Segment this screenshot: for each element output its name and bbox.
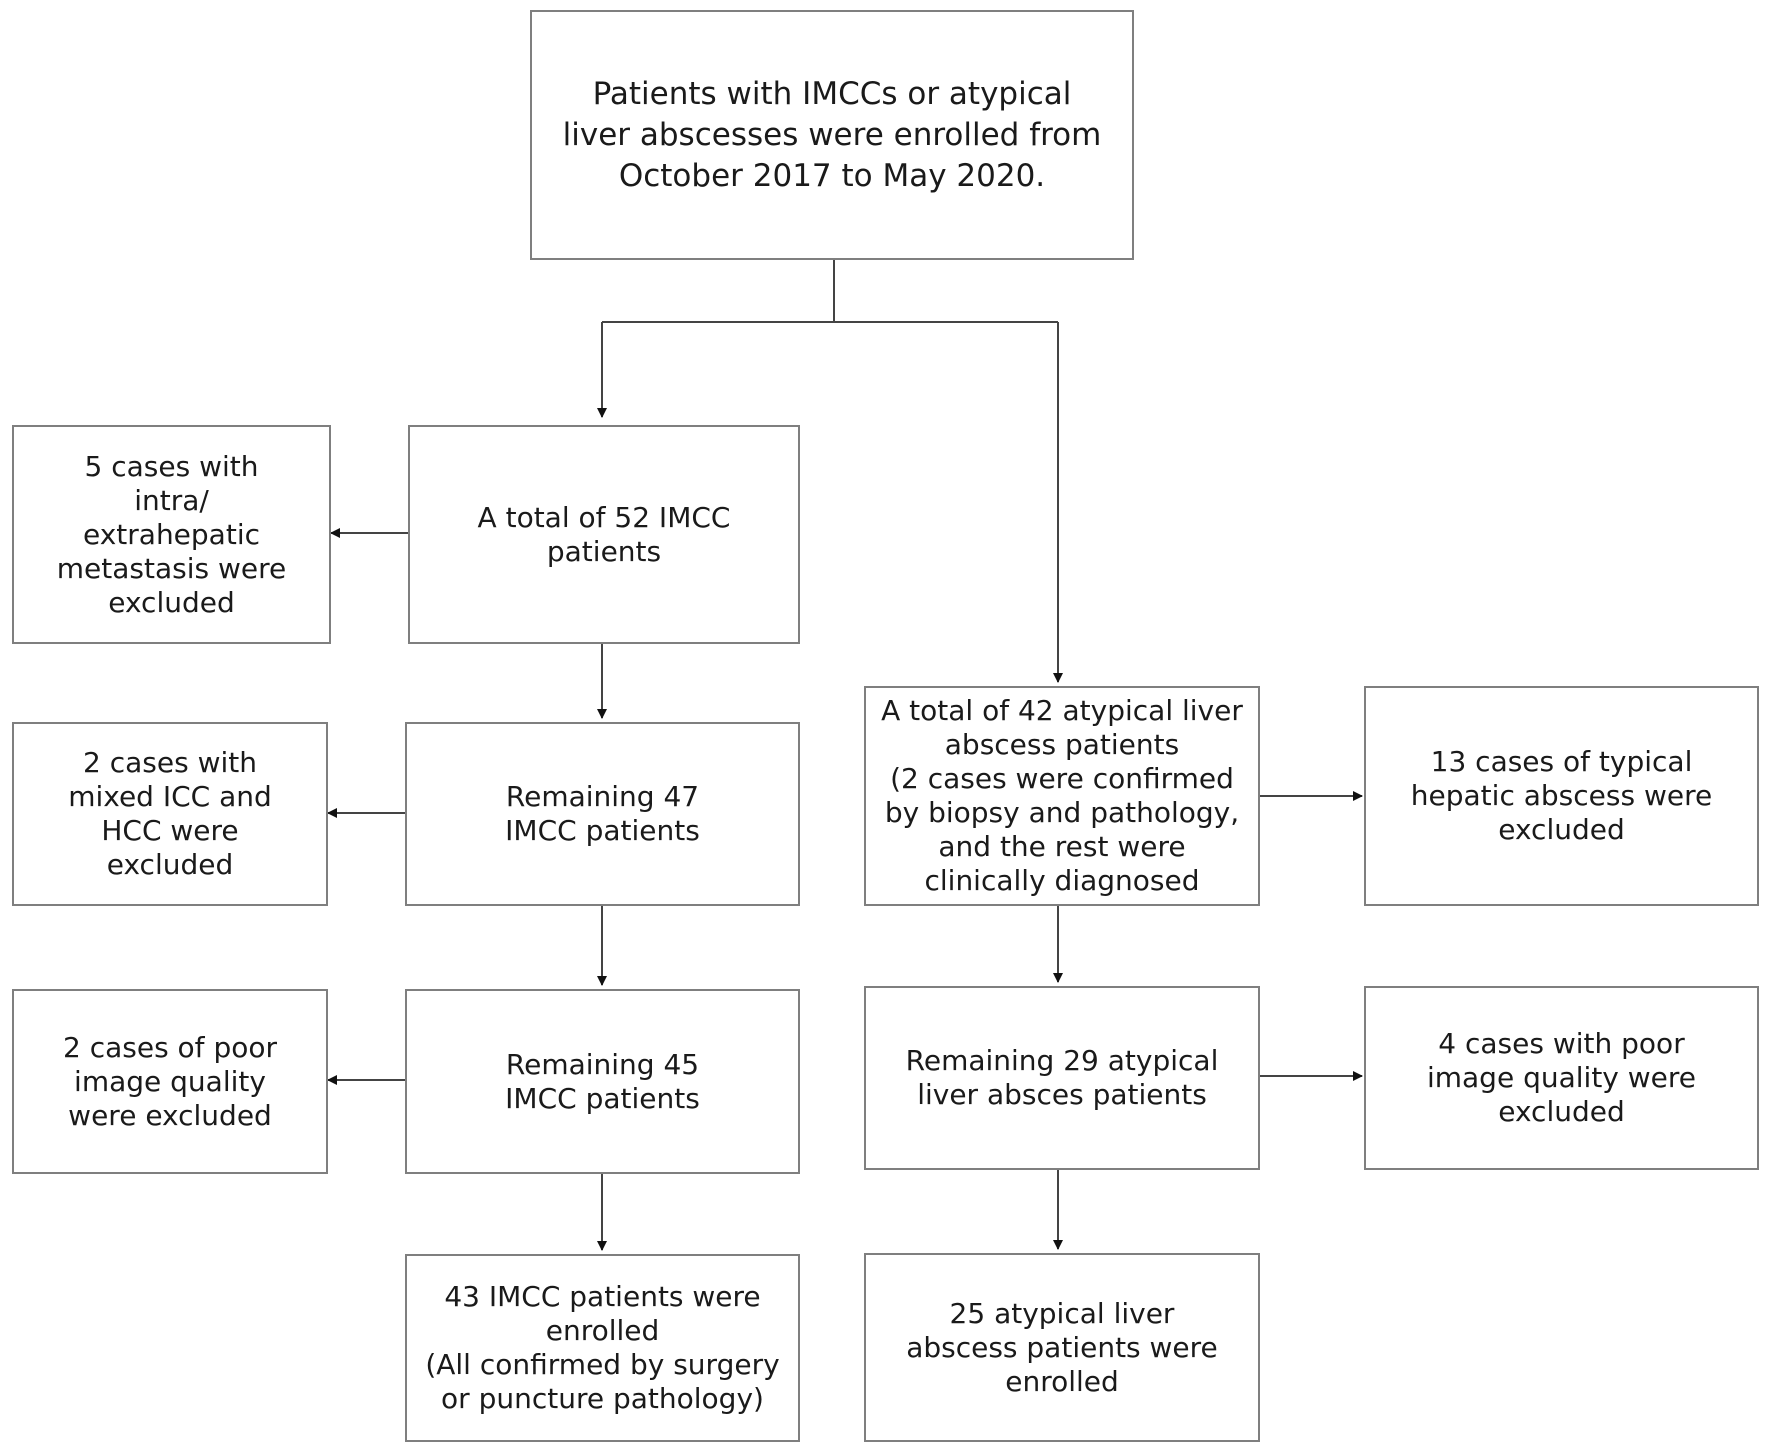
abscess-excl-quality-text: 4 cases with poor image quality were exc…: [1426, 1027, 1697, 1128]
imcc-excl-quality-box: 2 cases of poor image quality were exclu…: [12, 989, 328, 1174]
imcc-total-text: A total of 52 IMCC patients: [477, 500, 731, 568]
imcc-excl-metastasis-text: 5 cases with intra/ extrahepatic metasta…: [56, 449, 287, 619]
imcc-excl-metastasis-box: 5 cases with intra/ extrahepatic metasta…: [12, 425, 331, 644]
imcc-excl-quality-text: 2 cases of poor image quality were exclu…: [62, 1030, 277, 1132]
split-connector: [602, 258, 1058, 323]
imcc-enrolled-text: 43 IMCC patients were enrolled (All conf…: [425, 1280, 780, 1415]
abscess-enrolled-box: 25 atypical liver abscess patients were …: [864, 1253, 1260, 1442]
abscess-excl-typical-box: 13 cases of typical hepatic abscess were…: [1364, 686, 1759, 906]
imcc-remaining-45-text: Remaining 45 IMCC patients: [505, 1047, 700, 1115]
abscess-excl-typical-text: 13 cases of typical hepatic abscess were…: [1410, 745, 1713, 846]
imcc-remaining-47-box: Remaining 47 IMCC patients: [405, 722, 800, 906]
abscess-excl-quality-box: 4 cases with poor image quality were exc…: [1364, 986, 1759, 1170]
enrollment-text: Patients with IMCCs or atypical liver ab…: [562, 75, 1102, 194]
abscess-total-box: A total of 42 atypical liver abscess pat…: [864, 686, 1260, 906]
abscess-enrolled-text: 25 atypical liver abscess patients were …: [906, 1296, 1218, 1398]
imcc-remaining-45-box: Remaining 45 IMCC patients: [405, 989, 800, 1174]
abscess-total-text: A total of 42 atypical liver abscess pat…: [881, 694, 1243, 897]
imcc-excl-mixed-text: 2 cases with mixed ICC and HCC were excl…: [68, 746, 272, 881]
imcc-remaining-47-text: Remaining 47 IMCC patients: [505, 780, 700, 847]
imcc-excl-mixed-box: 2 cases with mixed ICC and HCC were excl…: [12, 722, 328, 906]
imcc-total-box: A total of 52 IMCC patients: [408, 425, 800, 644]
enrollment-box: Patients with IMCCs or atypical liver ab…: [530, 10, 1134, 260]
abscess-remaining-29-text: Remaining 29 atypical liver absces patie…: [905, 1044, 1219, 1111]
imcc-enrolled-box: 43 IMCC patients were enrolled (All conf…: [405, 1254, 800, 1442]
abscess-remaining-29-box: Remaining 29 atypical liver absces patie…: [864, 986, 1260, 1170]
